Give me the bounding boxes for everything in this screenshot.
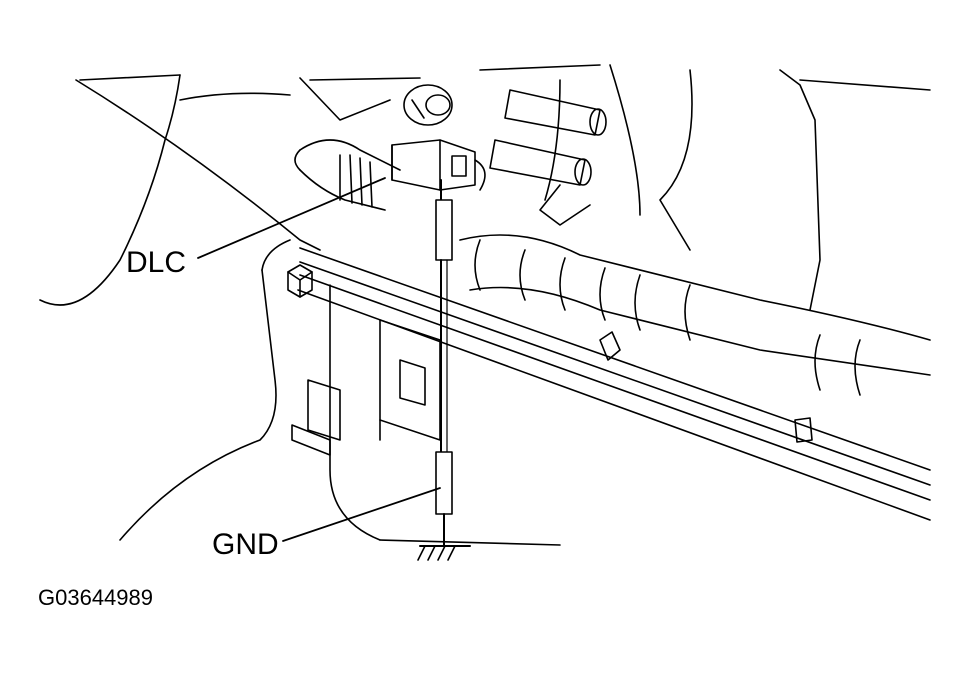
dlc-label: DLC (126, 246, 187, 279)
dlc-leader-line (198, 178, 385, 258)
side-panel (298, 248, 930, 545)
upper-structure (300, 65, 930, 310)
gnd-leader-line (283, 488, 440, 541)
ground-symbol (418, 546, 470, 560)
jumper-wire (436, 180, 452, 545)
body-panel (40, 75, 320, 540)
fittings (490, 90, 606, 225)
bracket (292, 380, 340, 455)
bolt (288, 265, 312, 297)
gnd-label: GND (212, 528, 279, 561)
figure-id: G03644989 (38, 585, 153, 610)
wiring-harness (460, 235, 930, 395)
dlc-connector (392, 140, 485, 190)
left-hose (295, 140, 400, 210)
reservoir-cap (404, 85, 452, 125)
